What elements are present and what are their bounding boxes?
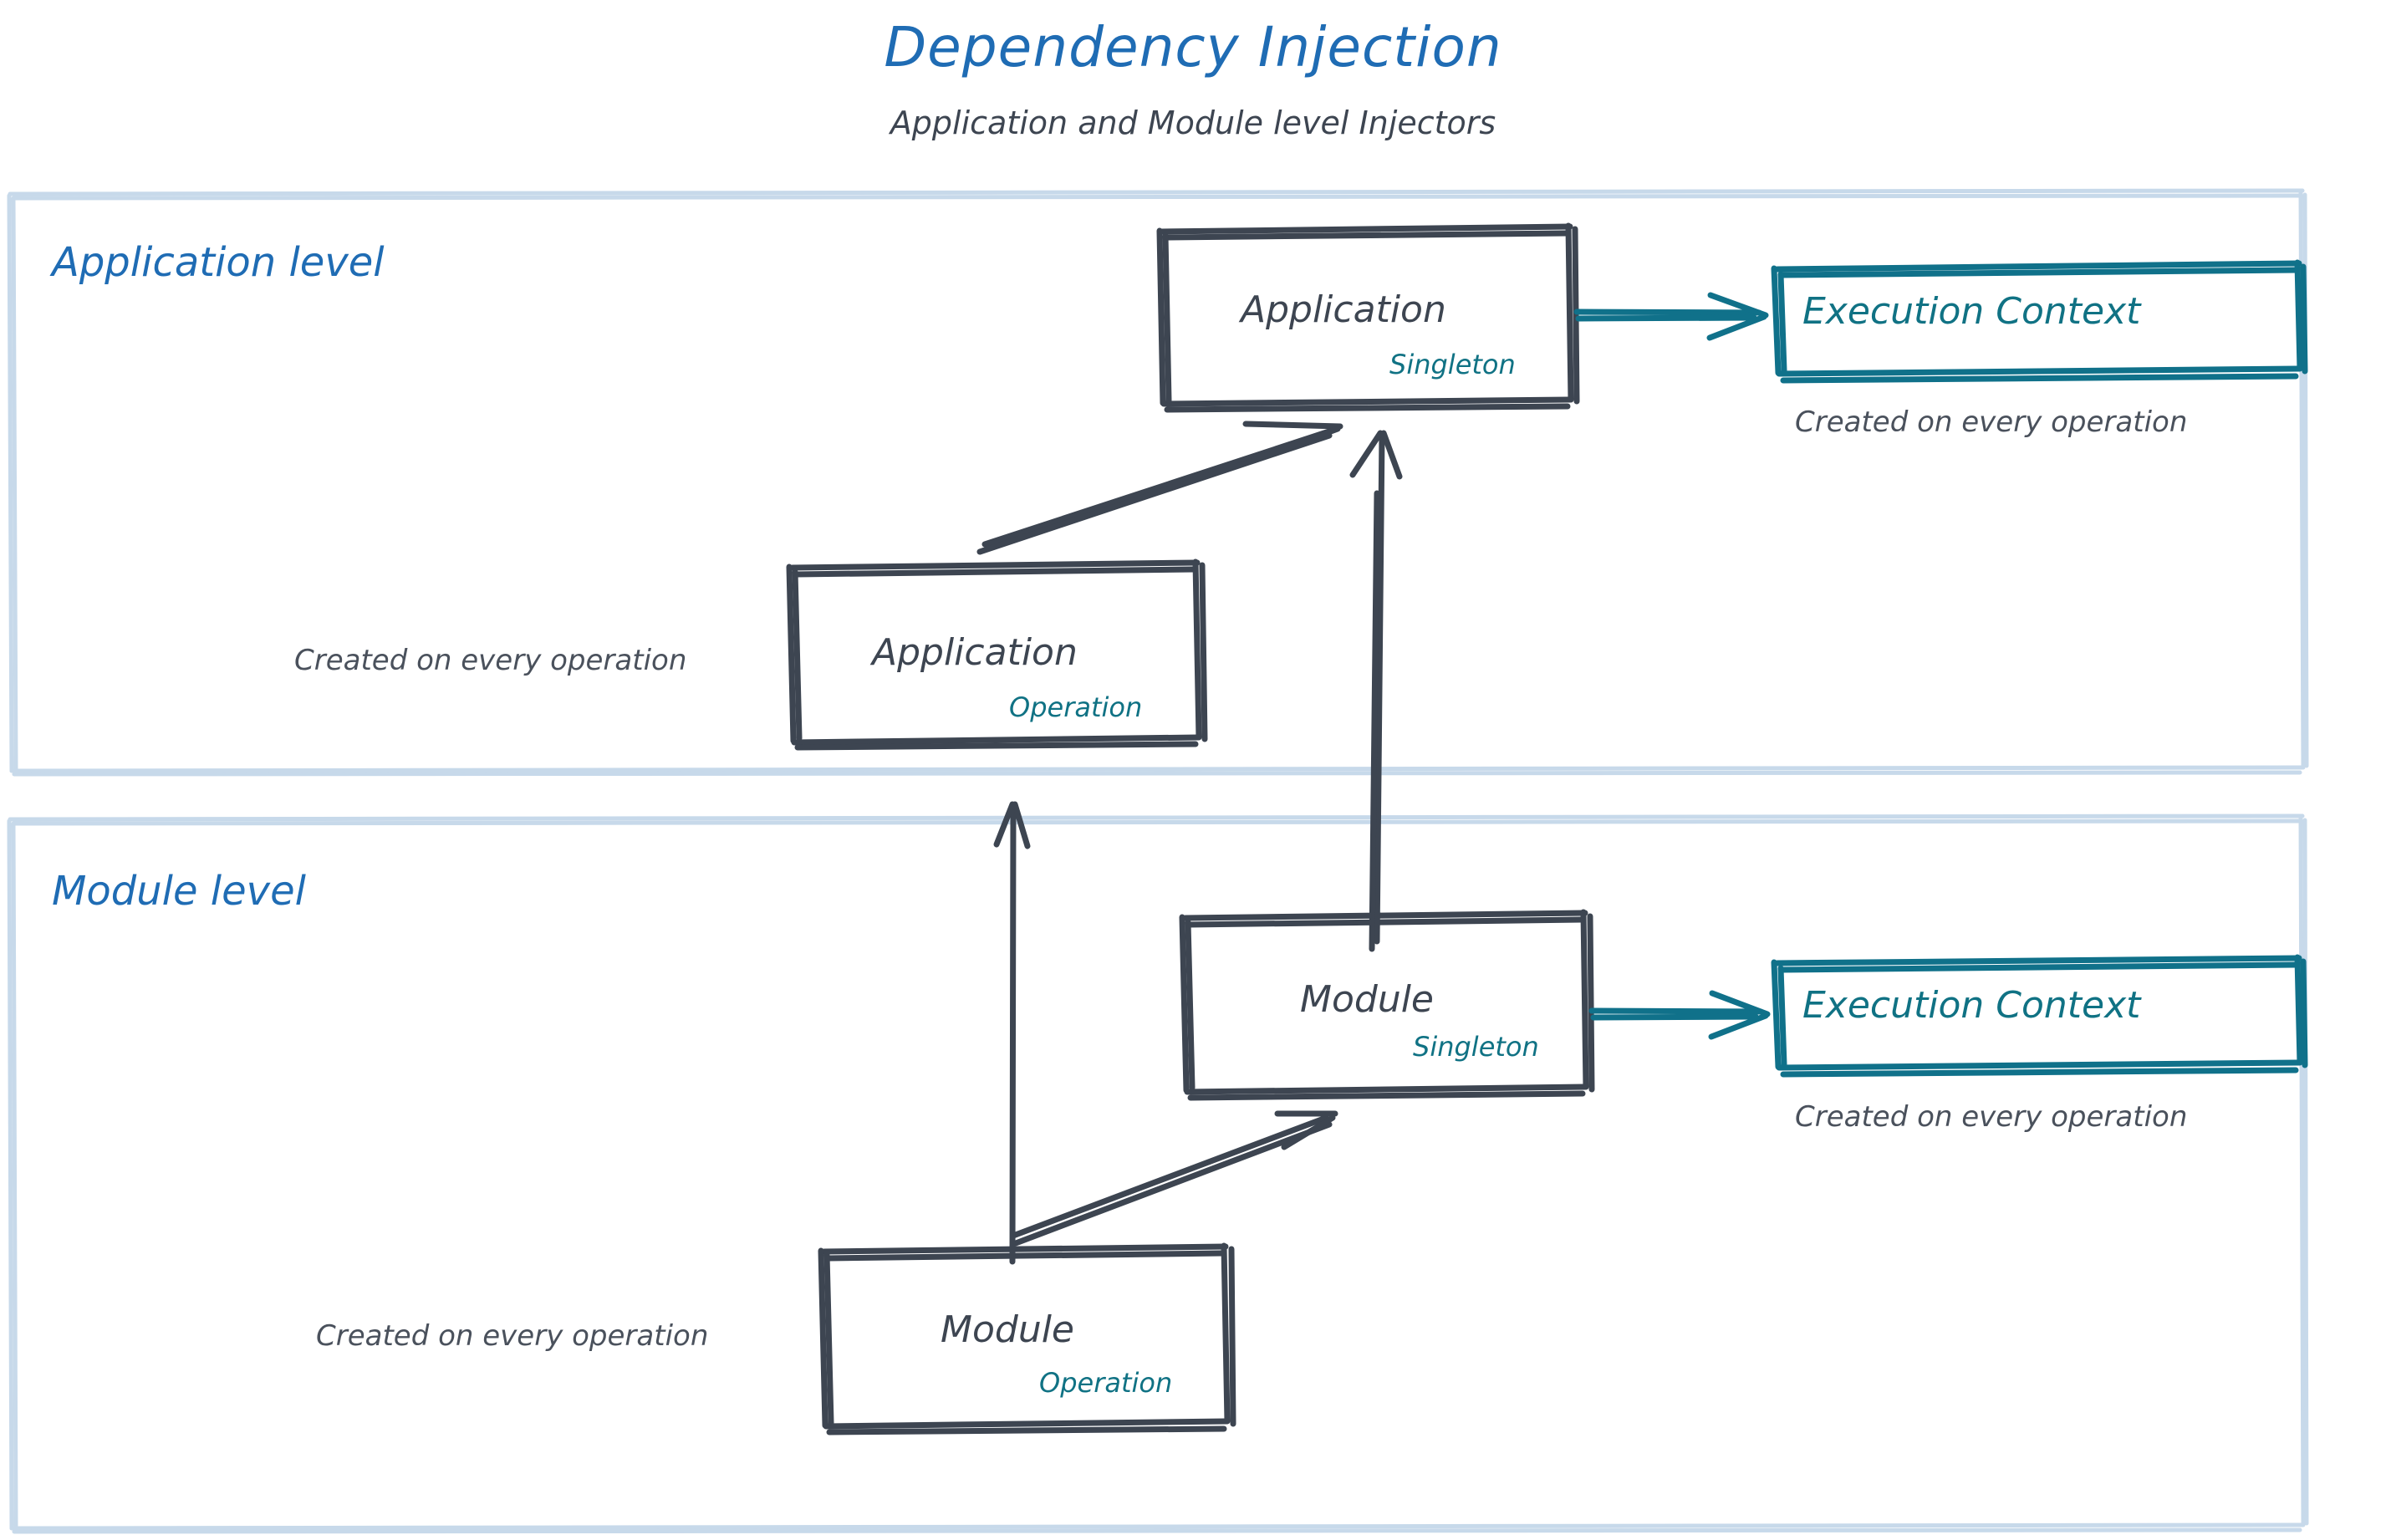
module-operation-caption: Created on every operation: [316, 1319, 709, 1353]
page-subtitle: Application and Module level Injectors: [890, 105, 1496, 141]
application-operation-caption: Created on every operation: [294, 644, 687, 677]
application-operation-title: Application: [872, 631, 1078, 674]
module-operation-title: Module: [941, 1308, 1074, 1351]
edge-app-singleton-to-execution-context: [1573, 292, 1769, 341]
edge-module-operation-to-module-singleton: [1010, 1110, 1338, 1247]
page-title: Dependency Injection: [884, 15, 1502, 79]
execution-context-application-title: Execution Context: [1802, 290, 2141, 333]
application-operation-scope: Operation: [1009, 691, 1143, 723]
lane-module-level-border: [7, 813, 2309, 1534]
execution-context-application-caption: Created on every operation: [1795, 405, 2188, 439]
module-singleton-title: Module: [1300, 978, 1434, 1021]
lane-label-module-level: Module level: [52, 868, 306, 915]
edge-module-singleton-to-execution-context: [1588, 990, 1771, 1040]
edge-module-operation-to-app-operation: [993, 801, 1031, 1265]
edge-app-operation-to-app-singleton: [976, 421, 1343, 555]
edge-module-singleton-to-app-singleton: [1349, 430, 1403, 952]
execution-context-module-caption: Created on every operation: [1795, 1100, 2188, 1134]
execution-context-module-title: Execution Context: [1802, 984, 2141, 1027]
module-singleton-scope: Singleton: [1413, 1031, 1539, 1063]
module-operation-scope: Operation: [1039, 1367, 1173, 1399]
application-singleton-title: Application: [1241, 288, 1446, 331]
application-singleton-scope: Singleton: [1389, 349, 1516, 380]
lane-label-application-level: Application level: [52, 239, 385, 286]
